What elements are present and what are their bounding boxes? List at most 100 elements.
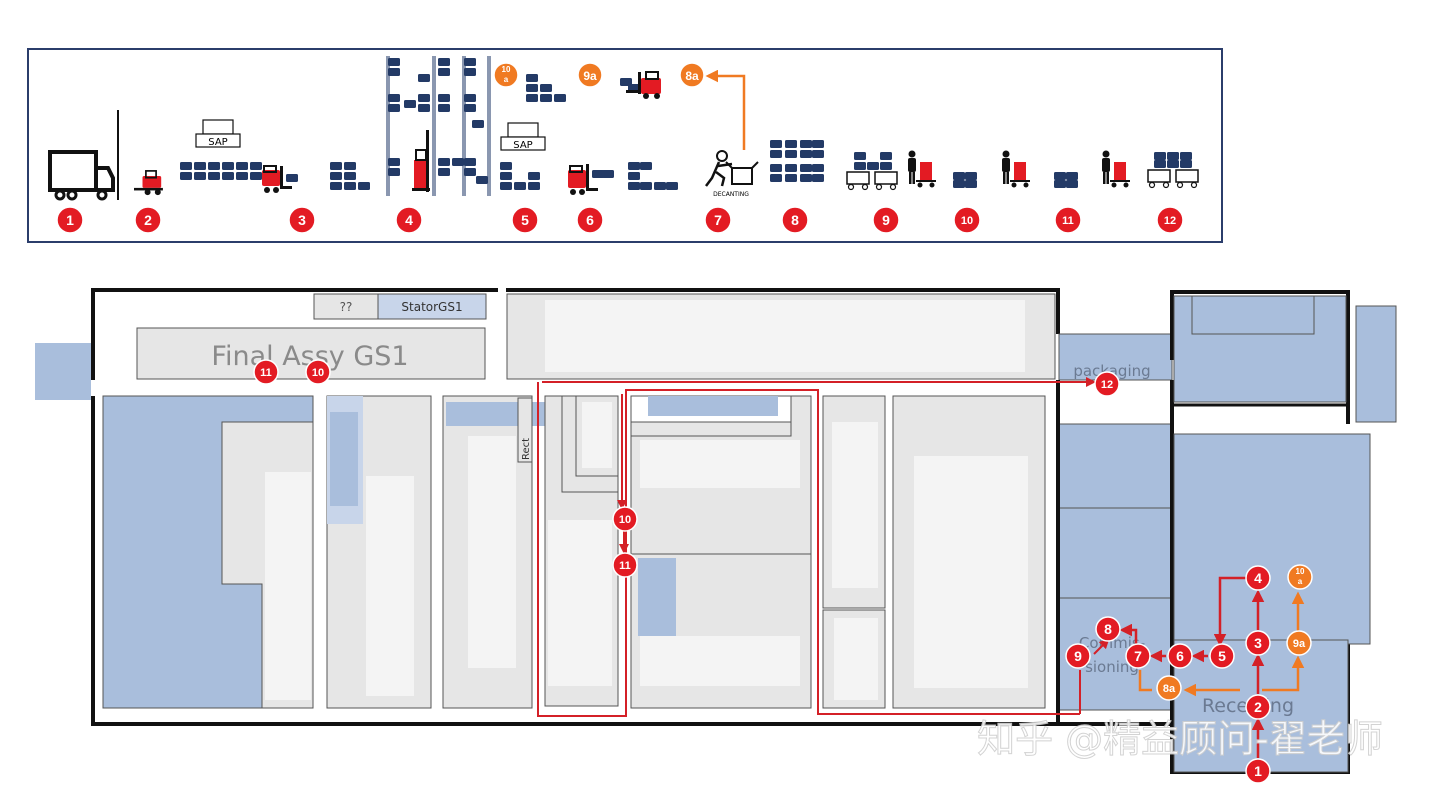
floor-step-m6-label: 6 [1176, 648, 1184, 664]
floor-step-m8: 8 [1095, 616, 1121, 642]
svg-text:8a: 8a [685, 69, 699, 83]
legend-step-8: 8 [781, 206, 809, 234]
side-zone [1355, 305, 1397, 423]
watermark: 知乎 @精益顾问-翟老师 [977, 717, 1383, 761]
packaging-label: packaging [1073, 362, 1150, 380]
floor-step-m9: 9 [1065, 643, 1091, 669]
rect-cell [517, 397, 533, 463]
storage-zone [1058, 507, 1173, 599]
floor-step-m3-label: 3 [1254, 635, 1262, 651]
buffer-zone [638, 558, 676, 636]
floor-step-m2-label: 2 [1254, 699, 1262, 715]
floor-step-10a-label: a [1298, 577, 1303, 586]
floor-step-m5-label: 5 [1218, 648, 1226, 664]
legend-step-1-label: 1 [66, 212, 74, 228]
floor-step-m11_assy-label: 11 [260, 367, 272, 379]
outer-wall [1170, 290, 1350, 424]
truck-icon [48, 150, 115, 201]
legend-step-4-label: 4 [405, 212, 413, 228]
floor-step-m5: 5 [1209, 643, 1235, 669]
cell-small-inner [582, 402, 612, 468]
sap-terminal-icon: SAP [195, 119, 241, 148]
decanting-icon: DECANTING [705, 150, 759, 198]
floor-step-m10_assy-label: 10 [312, 367, 324, 379]
svg-text:9a: 9a [583, 69, 597, 83]
cell-inner [640, 636, 800, 686]
room-stator [377, 293, 487, 320]
legend-step-8-label: 8 [791, 212, 799, 228]
floor-step-m7-label: 7 [1134, 648, 1142, 664]
aisle-strip [366, 476, 414, 696]
forklift-icon [262, 165, 298, 193]
aisle-strip [834, 618, 878, 700]
sap-label: SAP [208, 137, 227, 148]
outer-wall [91, 288, 1060, 380]
floor-step-m10_assy: 10 [305, 359, 331, 385]
floor-step-m11_mid-label: 11 [619, 560, 631, 572]
floor-step-m9a-label: 9a [1293, 638, 1306, 650]
reach-truck-icon [412, 130, 430, 192]
floor-step-m1-label: 1 [1254, 763, 1262, 779]
legend-step-10-label: 10 [961, 215, 973, 227]
legend-step-3-label: 3 [298, 212, 306, 228]
floor-step-m9a: 9a [1286, 630, 1312, 656]
floor-step-m4-label: 4 [1254, 570, 1262, 586]
outer-wall [91, 396, 1172, 726]
legend-step-6-label: 6 [586, 212, 594, 228]
floor-step-m10_mid-label: 10 [619, 514, 631, 526]
rack-storage-icon [386, 56, 491, 196]
aisle-strip [468, 436, 516, 668]
floor-step-m12-label: 12 [1101, 379, 1113, 391]
aisle-strip [914, 456, 1028, 688]
top-storage-inner [545, 300, 1025, 372]
legend-step-5-label: 5 [521, 212, 529, 228]
aisle-strip [548, 520, 612, 686]
aisle-strip [265, 472, 311, 700]
legend-step-2-label: 2 [144, 212, 152, 228]
forklift-icon [620, 71, 661, 99]
forklift-icon [134, 170, 163, 196]
legend-step-9-label: 9 [882, 212, 890, 228]
legend-step-7-label: 7 [714, 212, 722, 228]
legend-step-9: 9 [872, 206, 900, 234]
legend-step-6: 6 [576, 206, 604, 234]
floor-step-m12: 12 [1094, 371, 1120, 397]
receiving-storage [1173, 433, 1371, 645]
floor-step-m9-label: 9 [1074, 648, 1082, 664]
storage-zone [1058, 423, 1173, 509]
room-unknown [313, 293, 379, 320]
floor-step-10a: 10a [1287, 564, 1313, 590]
room-unknown-label: ?? [340, 300, 353, 314]
legend-alt-step-10a: 10 a [493, 62, 519, 88]
cell-inner [640, 440, 800, 488]
legend-alt-step-9a: 9a [577, 62, 603, 88]
legend-step-12-label: 12 [1164, 215, 1176, 227]
floor-step-m11_assy: 11 [253, 359, 279, 385]
cell-top-blue [648, 396, 778, 416]
entrance-zone [35, 343, 91, 400]
legend-step-3: 3 [288, 206, 316, 234]
legend-step-5: 5 [511, 206, 539, 234]
legend-alt-step-8a: 8a [679, 62, 705, 88]
aisle-strip [832, 422, 878, 588]
legend-step-11: 11 [1054, 206, 1082, 234]
sap-terminal-icon: SAP [500, 122, 546, 151]
legend-step-2: 2 [134, 206, 162, 234]
floor-step-m8a: 8a [1156, 675, 1182, 701]
floor-step-m10_mid: 10 [612, 506, 638, 532]
commissioning-label: sioning [1085, 658, 1139, 676]
floor-step-10a-label: 10 [1296, 567, 1305, 576]
forklift-icon [568, 164, 614, 195]
svg-text:a: a [504, 75, 509, 84]
legend-step-10: 10 [953, 206, 981, 234]
room-stator-label: StatorGS1 [401, 300, 462, 314]
rect-label: Rect [521, 438, 532, 460]
floor-step-m4: 4 [1245, 565, 1271, 591]
floor-step-m3: 3 [1245, 630, 1271, 656]
floor-step-m1: 1 [1245, 758, 1271, 784]
legend-step-12: 12 [1156, 206, 1184, 234]
sap-label: SAP [513, 140, 532, 151]
floor-step-m11_mid: 11 [612, 552, 638, 578]
legend-step-7: 7 [704, 206, 732, 234]
